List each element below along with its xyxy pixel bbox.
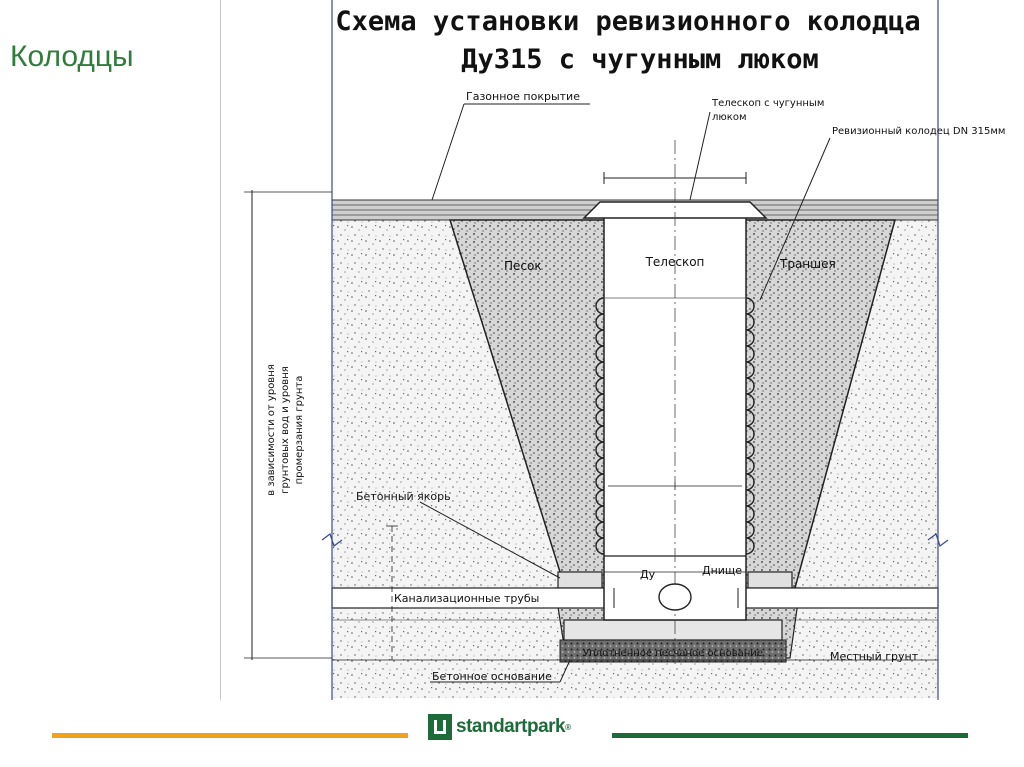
cast-iron-hatch	[582, 201, 768, 219]
brand-reg: ®	[565, 722, 571, 732]
label-trench: Траншея	[779, 257, 836, 271]
label-telescope-hatch-1: Телескоп с чугунным	[711, 98, 824, 109]
label-sand: Песок	[504, 259, 542, 273]
logo-mark-icon	[428, 714, 452, 740]
depth-note-line3: промерзания грунта	[294, 376, 305, 485]
corrugation-right	[745, 297, 755, 555]
concrete-anchor-left	[557, 571, 603, 589]
depth-note-line1: в зависимости от уровня	[266, 364, 277, 496]
label-concrete-anchor: Бетонный якорь	[356, 490, 451, 503]
label-bottom: Днище	[702, 564, 742, 577]
label-du: Ду	[640, 568, 656, 581]
label-local-soil: Местный грунт	[830, 650, 919, 663]
brand-name: standartpark	[456, 716, 566, 737]
divider-line	[220, 0, 221, 700]
brand-logo: standartpark®	[428, 712, 571, 742]
footer-bar-right	[612, 733, 968, 738]
label-concrete-base: Бетонное основание	[432, 670, 552, 683]
diagram-title-line1: Схема установки ревизионного колодца	[335, 6, 920, 37]
label-telescope-hatch-2: люком	[712, 112, 747, 123]
sewer-pipe-right	[737, 587, 939, 609]
concrete-base-slab	[563, 619, 783, 641]
label-sewer-pipes: Канализационные трубы	[394, 592, 539, 605]
footer-bar-left	[52, 733, 408, 738]
diagram-title-line2: Ду315 с чугунным люком	[461, 44, 819, 75]
corrugation-left	[595, 297, 605, 555]
label-compacted-sand: Уплотненное песчаное основание	[583, 648, 763, 659]
slide-title: Колодцы	[10, 40, 134, 73]
outlet-pipe	[658, 583, 692, 611]
concrete-anchor-right	[747, 571, 793, 589]
label-lawn: Газонное покрытие	[466, 90, 580, 103]
depth-note-line2: грунтовых вод и уровня	[280, 366, 291, 494]
label-inspection-well: Ревизионный колодец DN 315мм	[832, 126, 1005, 137]
label-telescope: Телескоп	[645, 255, 705, 269]
